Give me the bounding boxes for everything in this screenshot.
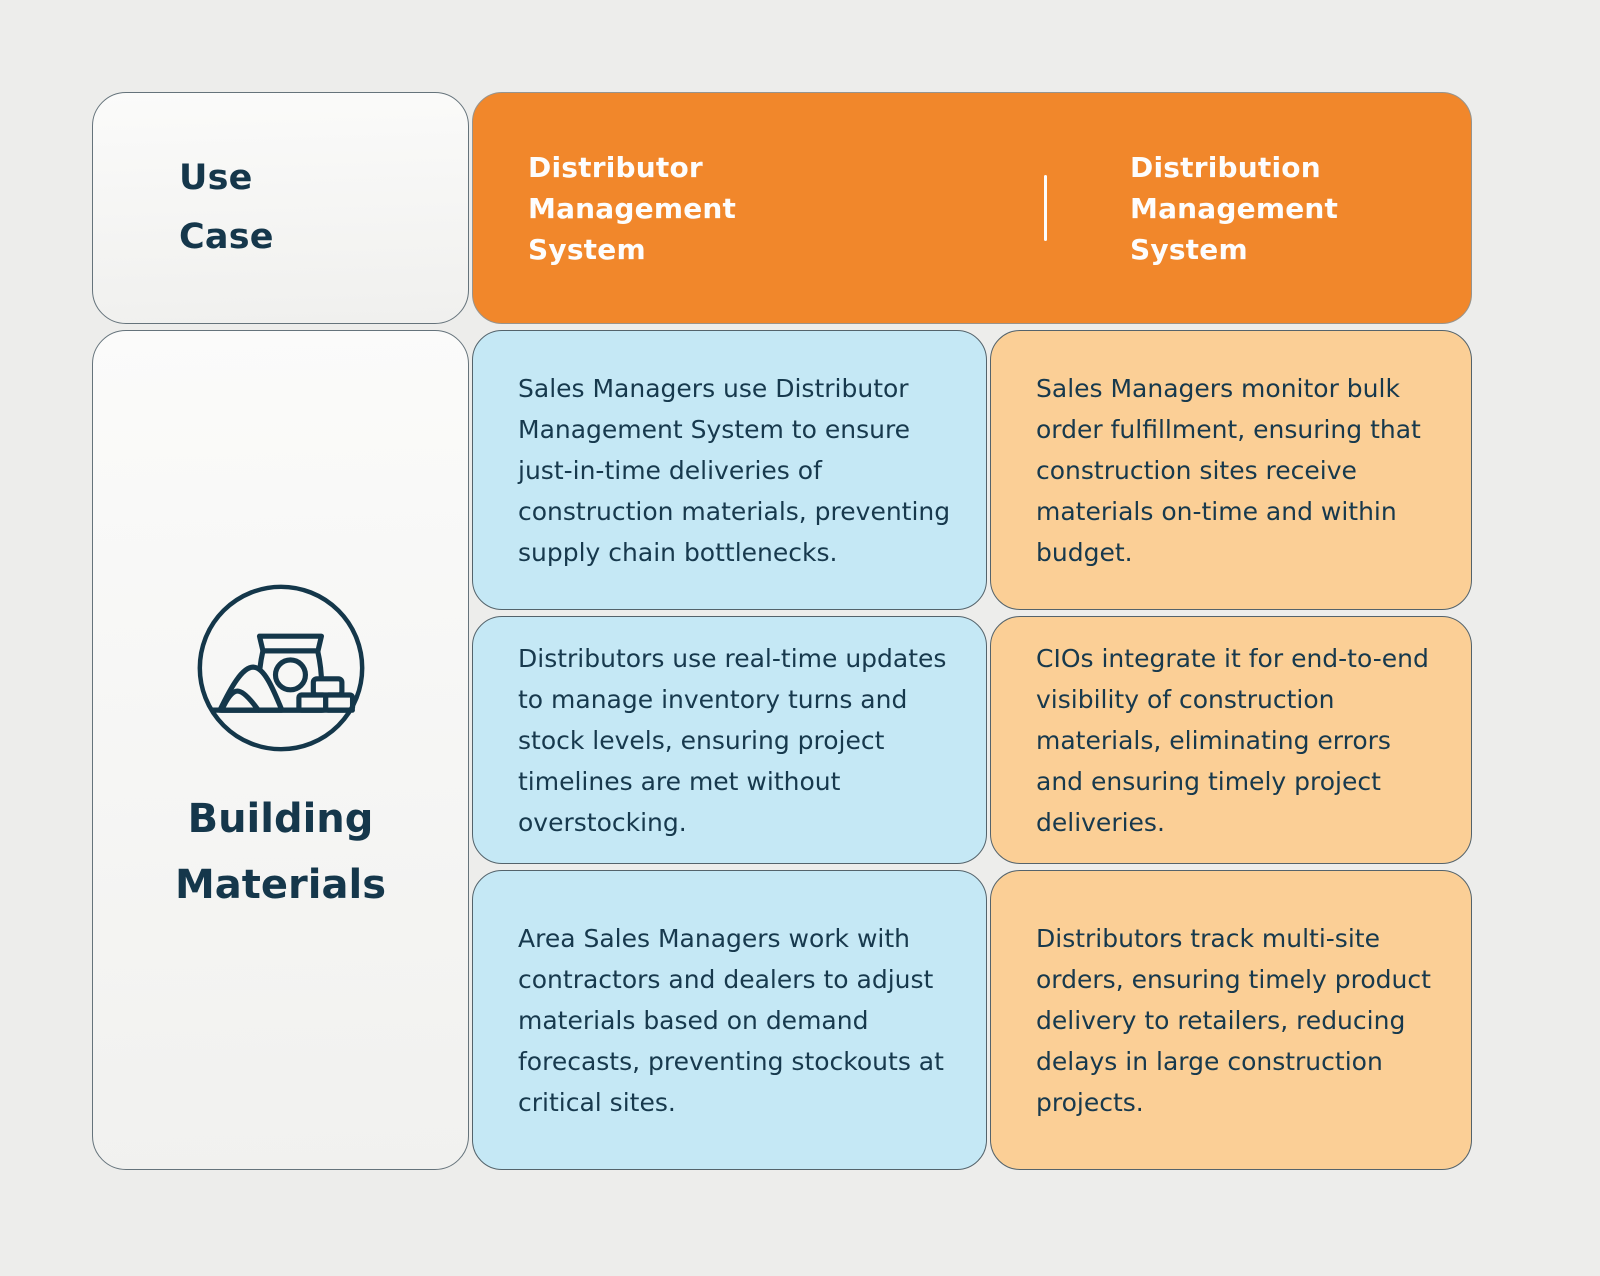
column-headers-card: Distributor Management System Distributi…	[472, 92, 1472, 324]
use-case-label: Use Case	[179, 158, 274, 257]
distribution-ms-cell-1: Sales Managers monitor bulk order fulfil…	[990, 330, 1472, 610]
comparison-table: Use Case Distributor Management System D…	[92, 92, 1472, 1170]
cell-text: Sales Managers monitor bulk order fulfil…	[1036, 373, 1421, 567]
use-case-header-card: Use Case	[92, 92, 469, 324]
distributor-ms-header: Distributor Management System	[473, 93, 1046, 323]
distribution-ms-cell-2: CIOs integrate it for end-to-end visibil…	[990, 616, 1472, 864]
building-materials-card: Building Materials	[92, 330, 469, 1170]
distribution-ms-header: Distribution Management System	[1044, 93, 1471, 323]
building-materials-icon	[197, 584, 364, 752]
distributor-ms-header-label: Distributor Management System	[528, 150, 737, 266]
cell-text: Distributors track multi-site orders, en…	[1036, 923, 1431, 1117]
header-divider	[1044, 175, 1047, 241]
cell-text: Area Sales Managers work with contractor…	[518, 923, 944, 1117]
distributor-ms-cell-1: Sales Managers use Distributor Managemen…	[472, 330, 987, 610]
cell-text: Sales Managers use Distributor Managemen…	[518, 373, 951, 567]
cell-text: CIOs integrate it for end-to-end visibil…	[1036, 643, 1429, 837]
cell-text: Distributors use real-time updates to ma…	[518, 643, 947, 837]
distribution-ms-header-label: Distribution Management System	[1130, 150, 1339, 266]
building-materials-label: Building Materials	[175, 796, 386, 908]
distributor-ms-cell-3: Area Sales Managers work with contractor…	[472, 870, 987, 1170]
distribution-ms-cell-3: Distributors track multi-site orders, en…	[990, 870, 1472, 1170]
distributor-ms-cell-2: Distributors use real-time updates to ma…	[472, 616, 987, 864]
